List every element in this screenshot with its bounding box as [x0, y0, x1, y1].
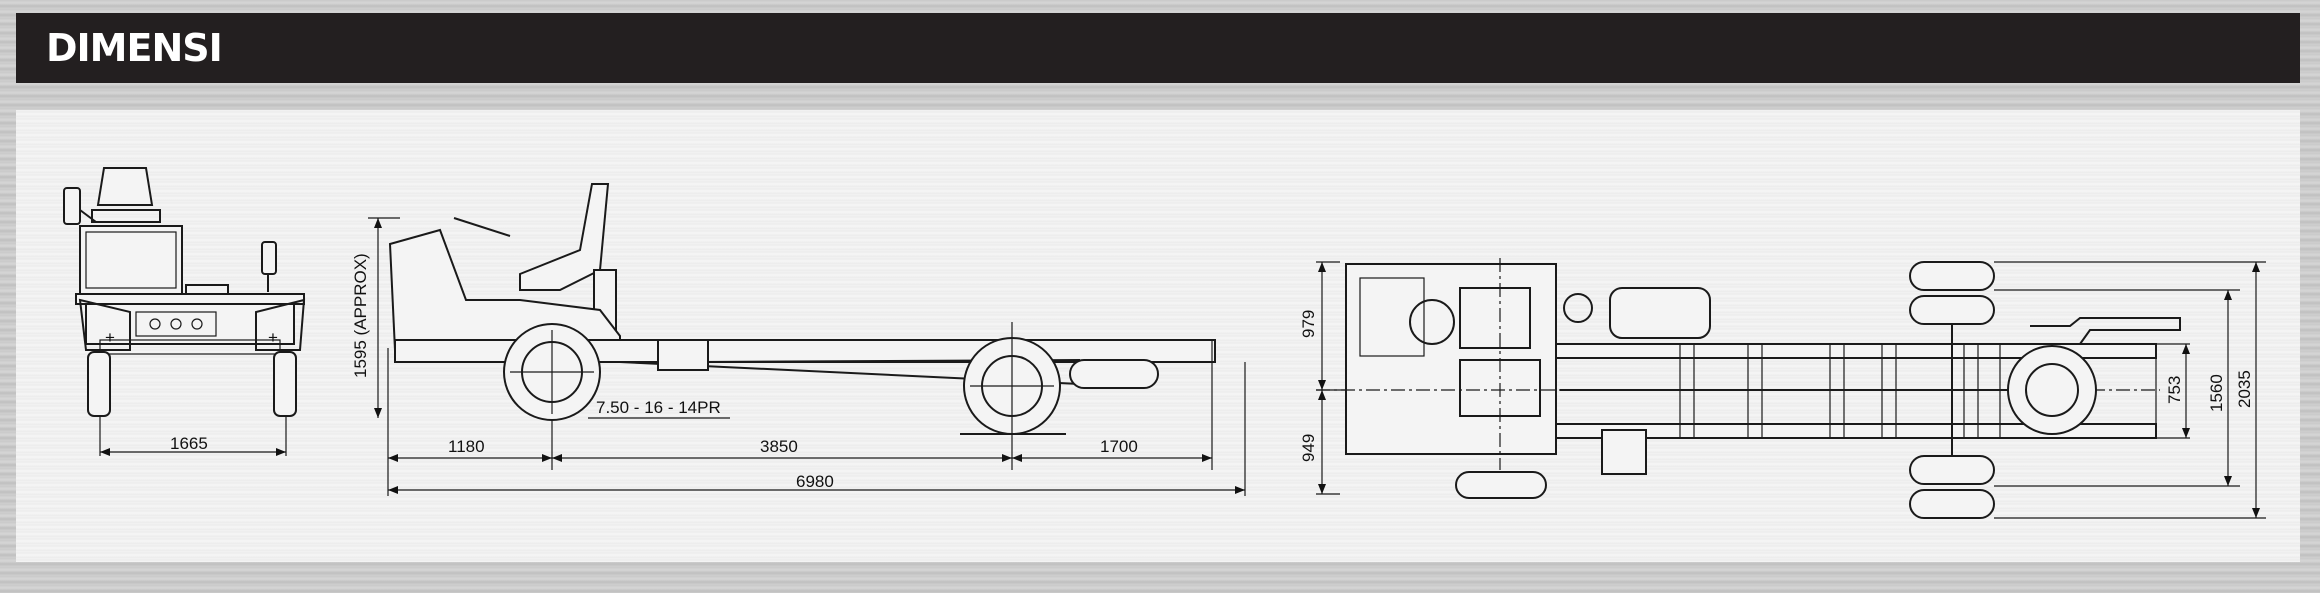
tire-spec-label: 7.50 - 16 - 14PR — [596, 398, 721, 417]
rear-track-label: 1560 — [2207, 374, 2226, 412]
section-header: DIMENSI — [16, 13, 2300, 83]
top-view-drawing — [1316, 258, 2266, 519]
front-overhang-label: 1180 — [448, 437, 485, 456]
svg-text:+: + — [105, 328, 115, 347]
section-title: DIMENSI — [46, 26, 223, 70]
svg-text:+: + — [268, 328, 278, 347]
rear-overhang-label: 1700 — [1100, 437, 1138, 456]
wheelbase-label: 3850 — [760, 437, 798, 456]
frame-width-label: 753 — [2165, 376, 2184, 404]
front-view-drawing: ++ — [63, 167, 306, 456]
overall-width-label: 2035 — [2235, 370, 2254, 408]
track-width-label: 1665 — [170, 434, 208, 453]
overall-length-label: 6980 — [796, 472, 834, 491]
front-lower-label: 949 — [1299, 434, 1318, 462]
front-upper-label: 979 — [1299, 310, 1318, 338]
height-label: 1595 (APPROX) — [351, 253, 370, 378]
side-view-drawing — [368, 183, 1246, 496]
